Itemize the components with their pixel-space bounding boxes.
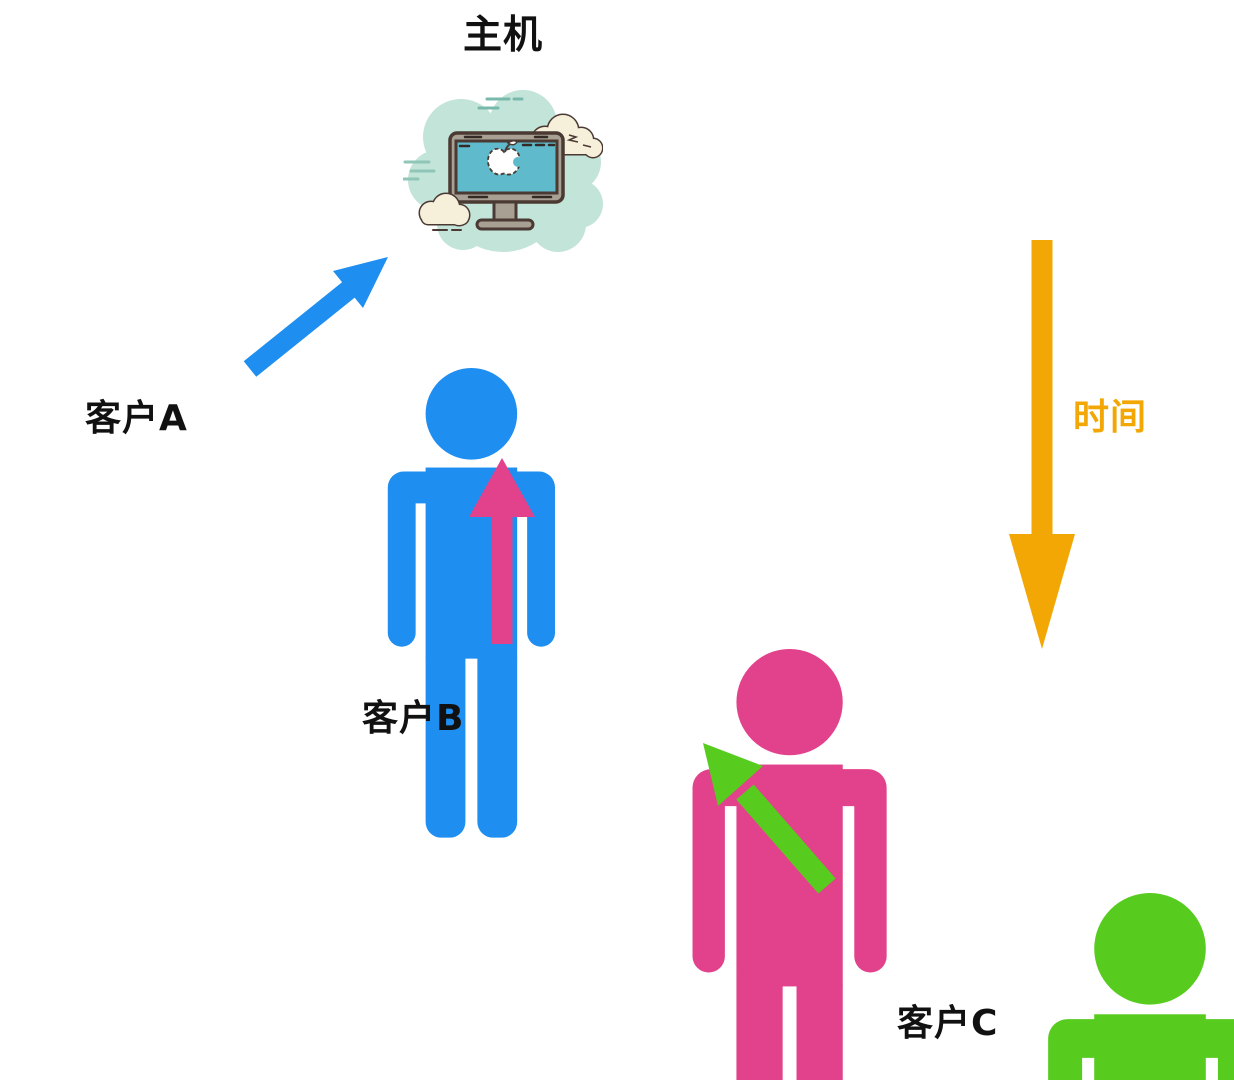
client-b-person-icon bbox=[693, 649, 887, 1080]
client-a-person-icon bbox=[388, 368, 555, 838]
monitor bbox=[448, 131, 565, 231]
small-cloud-bottom-left bbox=[418, 192, 471, 231]
speed-lines bbox=[403, 97, 524, 181]
time-arrow-head bbox=[1009, 534, 1075, 649]
client-c-person-icon bbox=[1048, 893, 1234, 1080]
client-b-arrow bbox=[469, 458, 535, 644]
apple-logo-icon bbox=[487, 139, 523, 176]
client-a-arrow-shaft bbox=[243, 279, 359, 377]
client-a-label: 客户A bbox=[85, 398, 188, 439]
client-a-arrow-head bbox=[333, 257, 388, 308]
host-label: 主机 bbox=[463, 13, 544, 58]
time-arrow bbox=[1009, 240, 1075, 649]
client-b-label: 客户B bbox=[362, 698, 465, 739]
client-c-arrow bbox=[703, 743, 836, 894]
host-computer-icon bbox=[403, 90, 603, 252]
client-c-label: 客户C bbox=[897, 1003, 999, 1044]
time-axis-label: 时间 bbox=[1073, 397, 1148, 438]
client-c-arrow-head bbox=[703, 743, 763, 806]
client-a-arrow bbox=[243, 257, 388, 377]
client-b-arrow-head bbox=[469, 458, 535, 517]
monitor-stand bbox=[475, 200, 535, 231]
client-c-arrow-shaft bbox=[736, 784, 836, 894]
